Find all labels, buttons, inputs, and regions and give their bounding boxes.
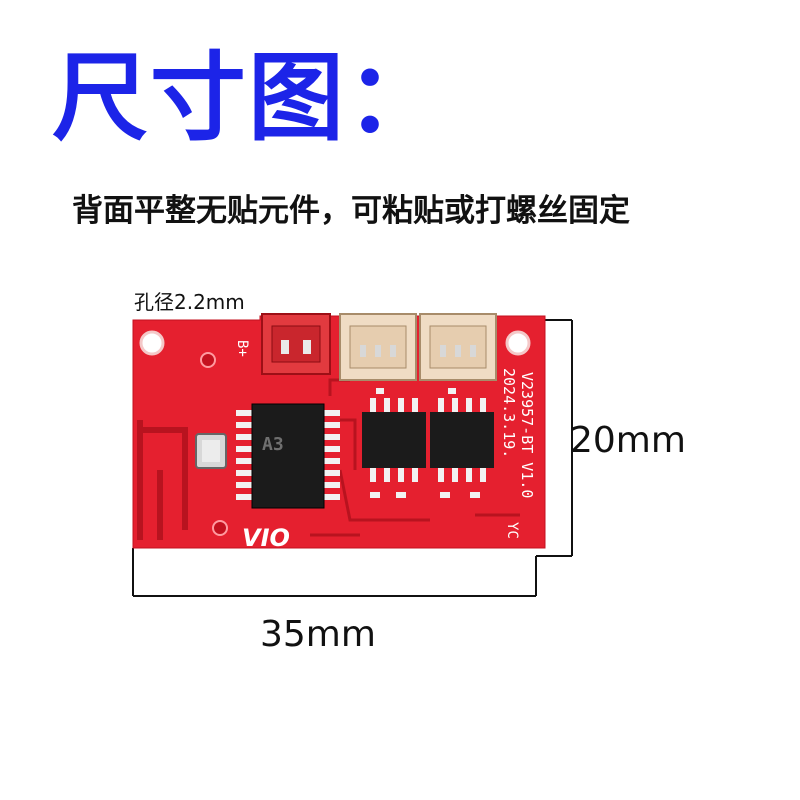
page-title: 尺寸图： [52,42,444,154]
dimension-lines [132,319,573,597]
crystal-top [202,440,220,462]
main-ic-pads [236,410,340,500]
amp-ic-right [430,398,494,482]
via [200,352,216,368]
mounting-hole-right [505,330,531,356]
amp-ic-left [362,398,426,482]
smd-components [370,388,480,498]
speaker-connector-right [419,313,497,381]
model-line: V23957-BT V1.0 [518,372,536,498]
antenna-trace [137,420,188,540]
mounting-note: 背面平整无贴元件，可粘贴或打螺丝固定 [72,193,630,229]
maker-mark: YC [504,522,520,539]
hole-diameter-label: 孔径2.2mm [134,290,245,314]
speaker-connector-left [339,313,417,381]
power-connector [261,313,331,375]
width-dimension-label: 35mm [260,614,376,655]
date-line: 2024.3.19. [500,368,518,458]
mounting-hole-left [139,330,165,356]
connector-label: B+ [234,340,250,357]
via [212,520,228,536]
copper-traces [310,378,520,537]
board-logo: VIO [242,524,290,552]
main-ic-chip [251,403,325,509]
chip-marking: A3 [262,434,284,455]
height-dimension-label: 20mm [570,420,686,461]
